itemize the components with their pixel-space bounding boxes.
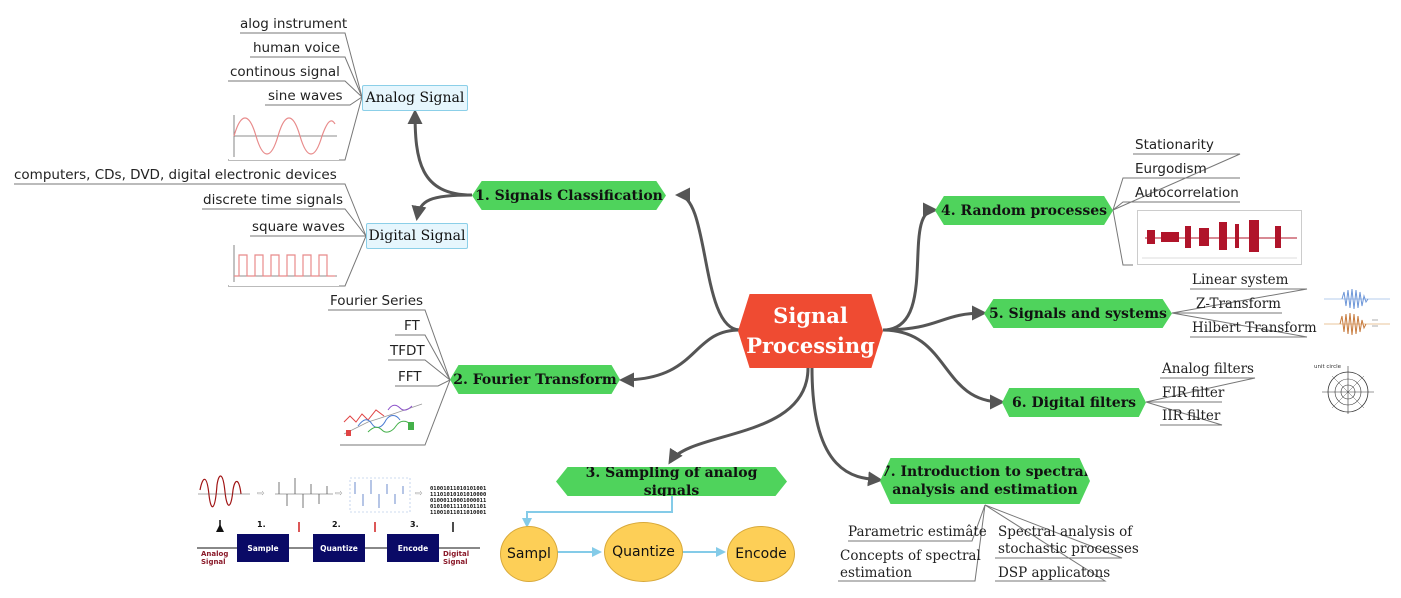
leaf-spectral-dsp[interactable]: DSP applicatons <box>998 565 1111 581</box>
central-topic[interactable]: Signal Processing <box>738 294 883 368</box>
leaf-filters-1[interactable]: Analog filters <box>1162 361 1254 377</box>
flow-label: Encode <box>735 546 787 562</box>
bits-line-5: 11001011011010001 <box>430 510 487 516</box>
flow-quantize-node[interactable]: Quantize <box>604 522 683 582</box>
digital-signal-label-2: Signal <box>443 558 468 566</box>
leaf-random-3[interactable]: Autocorrelation <box>1135 185 1239 201</box>
leaf-analog-3[interactable]: continous signal <box>230 64 340 80</box>
unit-circle-label: unit circle <box>1314 364 1342 370</box>
leaf-fourier-3[interactable]: TFDT <box>390 343 425 359</box>
leaf-analog-2[interactable]: human voice <box>253 40 341 56</box>
analog-signal-label-1: Analog <box>201 550 228 558</box>
topic-label: 5. Signals and systems <box>989 305 1167 322</box>
central-title-line2: Processing <box>746 333 875 358</box>
topic-label-line1: 7. Introduction to spectral <box>880 464 1090 480</box>
topic-label: 4. Random processes <box>941 202 1107 219</box>
leaf-digital-2[interactable]: discrete time signals <box>203 192 343 208</box>
leaf-analog-1[interactable]: alog instrument <box>240 16 348 32</box>
leaf-random-1[interactable]: Stationarity <box>1135 137 1214 153</box>
leaf-filters-3[interactable]: IIR filter <box>1162 408 1221 424</box>
topic-random-processes[interactable]: 4. Random processes <box>935 196 1113 225</box>
step-label-3: 3. <box>410 520 419 529</box>
leaf-spectral-parametric[interactable]: Parametric estimâte <box>848 524 987 540</box>
flow-label: Quantize <box>612 544 675 560</box>
leaf-systems-2[interactable]: Z-Transform <box>1196 296 1281 312</box>
fourier-decomposition-image <box>343 403 423 436</box>
topic-sampling[interactable]: 3. Sampling of analog signals <box>556 467 787 496</box>
leaf-digital-1[interactable]: computers, CDs, DVD, digital electronic … <box>14 167 337 183</box>
topic-digital-filters[interactable]: 6. Digital filters <box>1002 388 1146 417</box>
leaf-spectral-stochastic-line1[interactable]: Spectral analysis of <box>998 524 1133 540</box>
topic-spectral-analysis[interactable]: 7. Introduction to spectral analysis and… <box>880 458 1090 504</box>
leaf-spectral-concepts-line1[interactable]: Concepts of spectral <box>840 548 981 564</box>
topic-label: 1. Signals Classification <box>475 187 663 204</box>
topic-label: 6. Digital filters <box>1012 394 1136 411</box>
svg-text:⇨: ⇨ <box>335 489 343 499</box>
topic-signals-systems[interactable]: 5. Signals and systems <box>984 299 1172 328</box>
leaf-fourier-1[interactable]: Fourier Series <box>330 293 424 309</box>
leaf-random-2[interactable]: Eurgodism <box>1135 161 1207 177</box>
leaf-spectral-stochastic-line2[interactable]: stochastic processes <box>998 541 1139 557</box>
topic-label: 2. Fourier Transform <box>453 371 617 388</box>
leaf-filters-2[interactable]: FIR filter <box>1162 385 1225 401</box>
unit-circle-image: unit circle <box>1314 364 1374 414</box>
leaf-analog-4[interactable]: sine waves <box>268 88 343 104</box>
topic-label: 3. Sampling of analog signals <box>585 464 758 499</box>
square-wave-image <box>229 242 339 286</box>
sampling-process-image: ⇨ ⇨ ⇨ 01001011010101001 1110101010101000… <box>197 475 487 566</box>
leaf-fourier-2[interactable]: FT <box>404 318 420 334</box>
svg-text:⇨: ⇨ <box>257 489 265 499</box>
central-title-line1: Signal <box>773 303 848 328</box>
topic-signals-classification[interactable]: 1. Signals Classification <box>472 181 666 210</box>
svg-text:⇨: ⇨ <box>415 489 423 499</box>
process-box-sample: Sample <box>247 544 278 553</box>
subtopic-label: Digital Signal <box>368 228 466 244</box>
step-label-1: 1. <box>257 520 266 529</box>
subtopic-label: Analog Signal <box>365 90 465 106</box>
analog-signal-label-2: Signal <box>201 558 226 566</box>
sine-wave-image <box>229 112 339 160</box>
subtopic-digital-signal[interactable]: Digital Signal <box>366 223 468 249</box>
bits-line-1: 01001011010101001 <box>430 486 487 492</box>
bits-line-4: 01010011110101101 <box>430 504 487 510</box>
leaf-spectral-concepts-line2[interactable]: estimation <box>840 565 913 581</box>
process-box-encode: Encode <box>398 544 429 553</box>
step-label-2: 2. <box>332 520 341 529</box>
bits-line-2: 11101010101010000 <box>430 492 486 498</box>
leaf-fourier-4[interactable]: FFT <box>398 369 422 385</box>
leaf-digital-3[interactable]: square waves <box>252 219 345 235</box>
process-box-quantize: Quantize <box>320 544 358 553</box>
flow-encode-node[interactable]: Encode <box>727 526 795 582</box>
subtopic-analog-signal[interactable]: Analog Signal <box>362 85 468 111</box>
bits-line-3: 01000110001000011 <box>430 498 487 504</box>
flow-sample-node[interactable]: Sampl <box>500 526 558 582</box>
leaf-systems-3[interactable]: Hilbert Transform <box>1192 320 1317 336</box>
leaf-systems-1[interactable]: Linear system <box>1192 272 1289 288</box>
hilbert-transform-image <box>1324 288 1390 336</box>
topic-label-line2: analysis and estimation <box>892 482 1078 498</box>
random-process-image <box>1137 210 1302 265</box>
digital-signal-label-1: Digital <box>443 550 469 558</box>
topic-fourier-transform[interactable]: 2. Fourier Transform <box>450 365 620 394</box>
flow-label: Sampl <box>507 546 551 562</box>
